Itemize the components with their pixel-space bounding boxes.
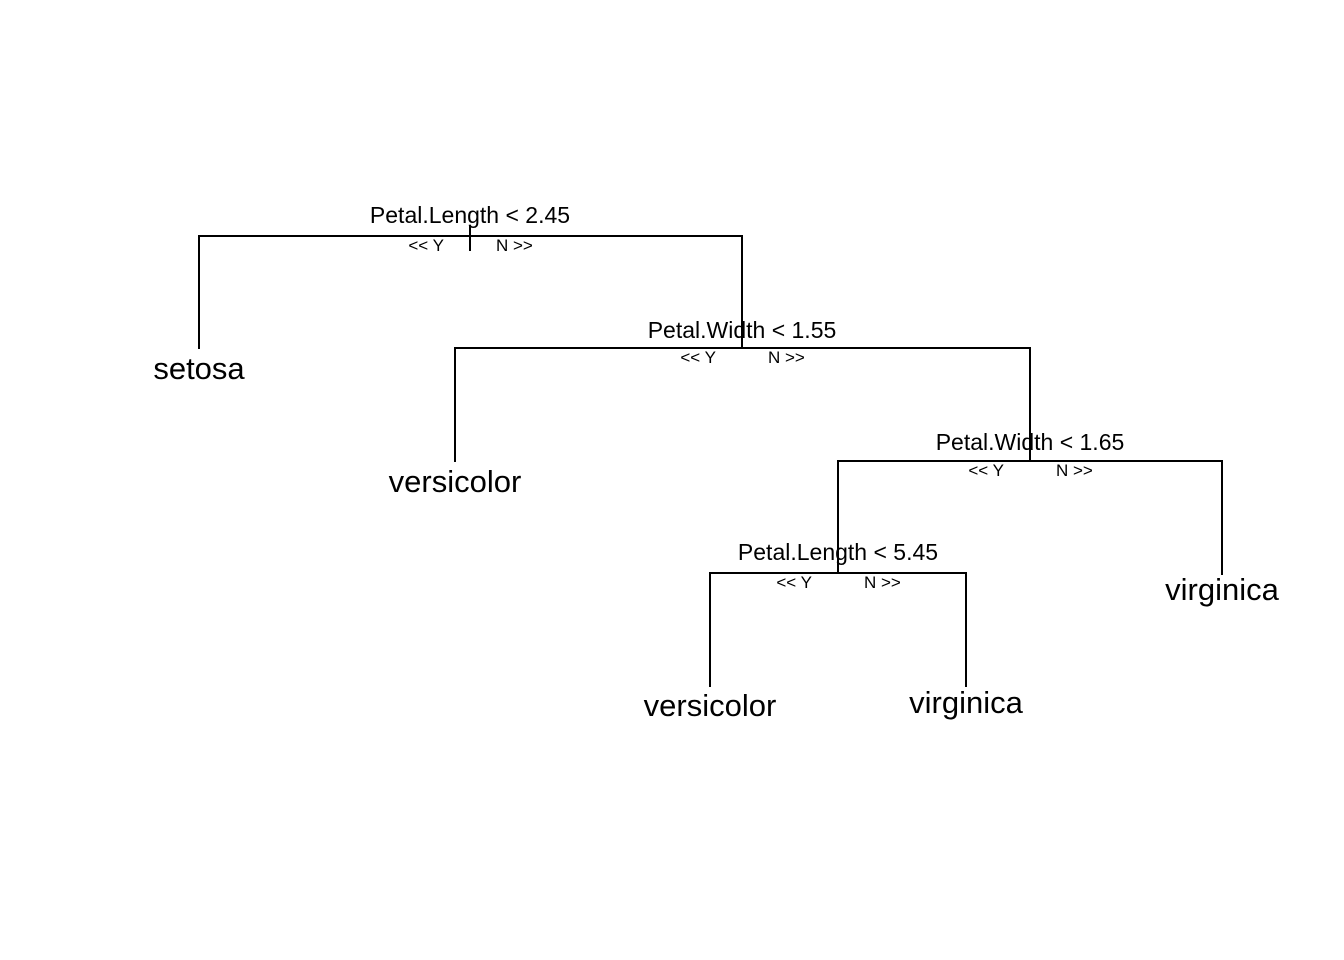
yes-direction-label: << Y bbox=[776, 573, 812, 592]
leaf-setosa: setosa bbox=[153, 351, 245, 386]
leaf-virginica: virginica bbox=[909, 685, 1023, 720]
yes-direction-label: << Y bbox=[408, 236, 444, 255]
leaf-versicolor: versicolor bbox=[644, 688, 777, 723]
split-node-petal-width-1-65: Petal.Width < 1.65 << Y N >> bbox=[837, 429, 1223, 575]
split-condition: Petal.Length < 5.45 bbox=[738, 539, 938, 565]
split-node-petal-width-1-55: Petal.Width < 1.55 << Y N >> bbox=[454, 317, 1031, 462]
split-node-petal-length-2-45: Petal.Length < 2.45 << Y N >> bbox=[198, 202, 743, 349]
leaf-virginica: virginica bbox=[1165, 572, 1279, 607]
no-direction-label: N >> bbox=[496, 236, 533, 255]
leaf-versicolor: versicolor bbox=[389, 464, 522, 499]
no-direction-label: N >> bbox=[768, 348, 805, 367]
yes-direction-label: << Y bbox=[680, 348, 716, 367]
no-direction-label: N >> bbox=[1056, 461, 1093, 480]
split-condition: Petal.Width < 1.65 bbox=[936, 429, 1125, 455]
split-condition: Petal.Length < 2.45 bbox=[370, 202, 570, 228]
split-condition: Petal.Width < 1.55 bbox=[648, 317, 837, 343]
yes-direction-label: << Y bbox=[968, 461, 1004, 480]
no-direction-label: N >> bbox=[864, 573, 901, 592]
split-node-petal-length-5-45: Petal.Length < 5.45 << Y N >> bbox=[709, 539, 967, 687]
